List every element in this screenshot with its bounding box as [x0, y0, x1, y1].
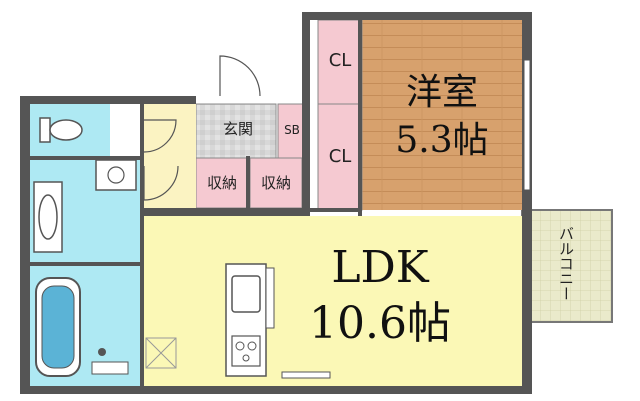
washing-machine-icon: [95, 159, 137, 191]
western-room-name: 洋室: [406, 72, 478, 113]
ldk-name: LDK: [331, 242, 429, 293]
window-bottom: [281, 371, 331, 379]
sink-icon: [33, 181, 63, 253]
western-room: [362, 20, 524, 210]
western-room-size: 5.3帖: [395, 120, 488, 161]
kitchen-counter: [225, 263, 275, 377]
shoebox-label: SB: [284, 123, 300, 137]
window-balcony: [523, 59, 531, 191]
entrance-label: 玄関: [223, 120, 253, 138]
washroom-door: [143, 165, 179, 201]
shower-icon: [91, 348, 129, 375]
ldk-size: 10.6帖: [309, 298, 451, 349]
front-door: [219, 55, 261, 97]
closet-top-label: CL: [329, 50, 352, 71]
entrance-floor: [195, 103, 277, 159]
bathtub-icon: [35, 277, 81, 377]
storage-right-label: 収納: [261, 174, 291, 192]
ldk-room: [143, 216, 523, 386]
storage-left-label: 収納: [207, 174, 237, 192]
toilet-icon: [39, 117, 83, 143]
closet-mid: [317, 103, 363, 211]
closet-mid-label: CL: [329, 146, 352, 167]
hallway: [143, 104, 196, 216]
balcony: バルコニー: [521, 209, 613, 323]
balcony-label: バルコニー: [557, 226, 575, 301]
fridge-space: [145, 337, 177, 369]
walls: [20, 12, 532, 394]
hall-door: [143, 119, 177, 153]
